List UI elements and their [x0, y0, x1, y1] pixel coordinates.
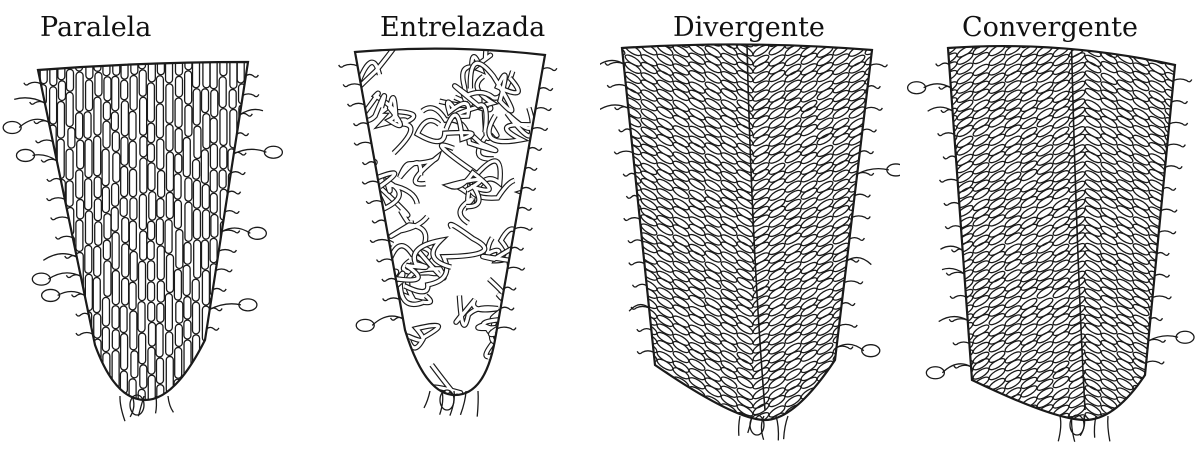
panel-paralela: Paralela: [0, 0, 300, 452]
root-tip-divergente-drawing: [600, 0, 900, 452]
root-tip-entrelazada-drawing: [300, 0, 600, 452]
hyphal-mantle-pattern: [608, 33, 899, 438]
panel-convergente: Convergente: [900, 0, 1195, 452]
panel-entrelazada: Entrelazada: [300, 0, 600, 452]
root-tip-convergente-drawing: [900, 0, 1195, 452]
emanating-hyphae: [3, 74, 282, 421]
root-tip-paralela-drawing: [0, 0, 300, 452]
panel-divergente: Divergente: [600, 0, 900, 452]
hyphal-mantle-pattern: [30, 50, 264, 446]
hyphal-mantle-pattern: [326, 0, 600, 419]
